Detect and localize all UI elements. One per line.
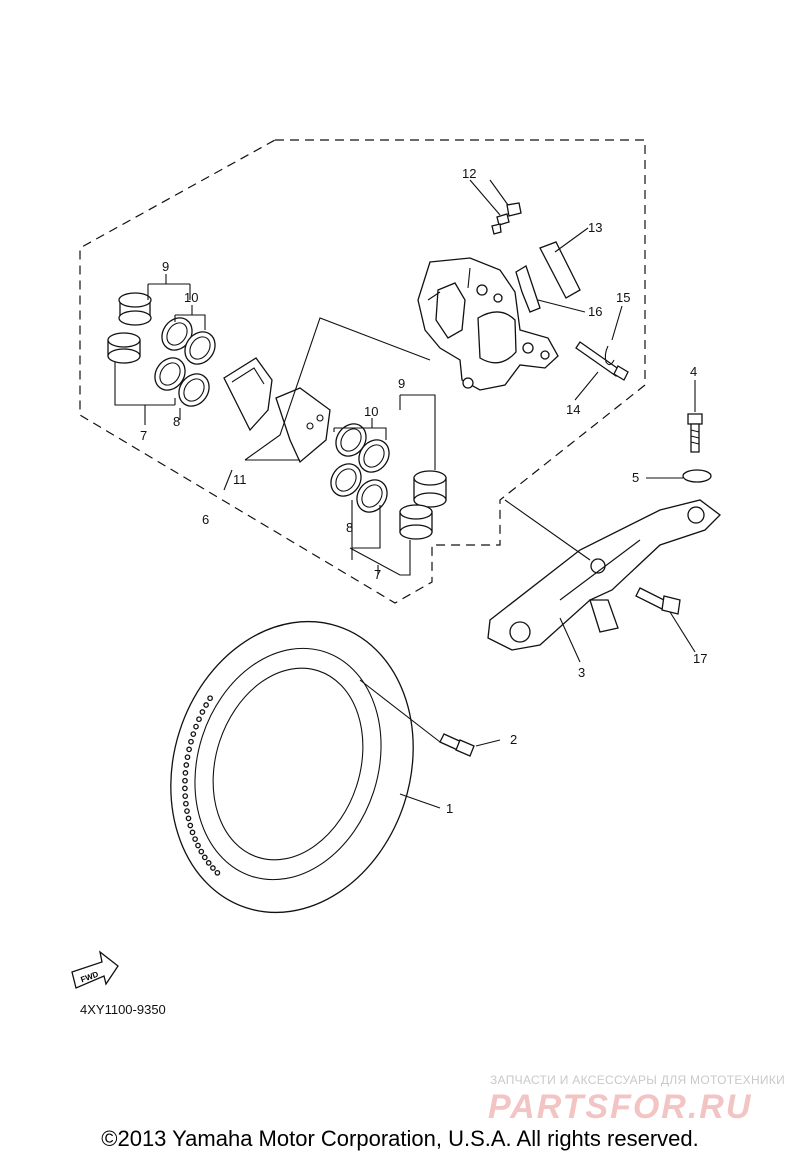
label-17: 17 <box>693 651 707 666</box>
disc-hole <box>183 762 190 768</box>
disc-hole <box>185 815 192 822</box>
caliper-bracket <box>487 499 721 651</box>
watermark-logo: PARTSFOR.RU <box>488 1088 752 1126</box>
pad-pin-clip <box>604 345 615 366</box>
disc-hole <box>183 800 189 807</box>
label-10-left: 10 <box>184 290 198 305</box>
brake-pads <box>223 357 331 464</box>
disc-hole <box>214 869 221 876</box>
label-7-left: 7 <box>140 428 147 443</box>
disc-hole <box>188 738 194 745</box>
pad-spring <box>515 265 541 313</box>
disc-hole <box>193 723 199 730</box>
label-6: 6 <box>202 512 209 527</box>
bleed-screw <box>491 202 522 235</box>
disc-hole <box>196 716 202 723</box>
label-9-right: 9 <box>398 376 405 391</box>
bracket-mount-bolt <box>635 587 681 615</box>
label-12: 12 <box>462 166 476 181</box>
disc-hole <box>198 848 205 855</box>
disc-hole <box>182 770 189 776</box>
forward-arrow-icon: FWD <box>71 950 119 989</box>
right-pistons <box>399 470 447 540</box>
label-16: 16 <box>588 304 602 319</box>
label-1: 1 <box>446 801 453 816</box>
disc-hole <box>182 777 188 784</box>
pad-support-plate <box>539 241 581 299</box>
label-9-left: 9 <box>162 259 169 274</box>
label-15: 15 <box>616 290 630 305</box>
disc-hole <box>186 746 192 753</box>
bracket-bolt <box>687 413 703 453</box>
label-10-right: 10 <box>364 404 378 419</box>
washer <box>682 469 712 483</box>
disc-hole <box>210 865 216 871</box>
disc-hole <box>184 754 191 761</box>
disc-hole <box>195 842 201 849</box>
caliper-kit-outline <box>79 139 646 604</box>
brake-disc <box>170 620 414 914</box>
label-13: 13 <box>588 220 602 235</box>
disc-hole <box>190 731 197 737</box>
leader-lines <box>114 179 696 809</box>
disc-hole <box>205 860 212 866</box>
disc-vent-holes <box>182 695 221 876</box>
label-8-left: 8 <box>173 414 180 429</box>
disc-hole <box>207 695 213 702</box>
left-pistons <box>107 292 152 364</box>
disc-hole <box>199 709 206 715</box>
copyright-notice: ©2013 Yamaha Motor Corporation, U.S.A. A… <box>101 1126 699 1151</box>
disc-hole <box>182 785 188 792</box>
label-7-right: 7 <box>374 567 381 582</box>
pad-pin <box>575 341 629 381</box>
diagram-code: 4XY1100-9350 <box>80 1002 166 1017</box>
label-4: 4 <box>690 364 697 379</box>
disc-hole <box>189 829 196 836</box>
label-5: 5 <box>632 470 639 485</box>
left-seals <box>154 317 216 407</box>
label-8-right: 8 <box>346 520 353 535</box>
brake-caliper <box>417 257 559 391</box>
disc-hole <box>201 854 208 861</box>
label-14: 14 <box>566 402 580 417</box>
disc-hole <box>192 836 198 842</box>
disc-screw <box>439 733 475 757</box>
disc-hole <box>203 702 209 708</box>
label-11: 11 <box>233 472 247 487</box>
disc-hole <box>187 822 194 829</box>
label-3: 3 <box>578 665 585 680</box>
right-seals <box>330 423 390 513</box>
disc-hole <box>182 793 189 799</box>
label-2: 2 <box>510 732 517 747</box>
disc-hole <box>184 808 190 814</box>
watermark-caption: ЗАПЧАСТИ И АКСЕССУАРЫ ДЛЯ МОТОТЕХНИКИ <box>490 1073 785 1087</box>
